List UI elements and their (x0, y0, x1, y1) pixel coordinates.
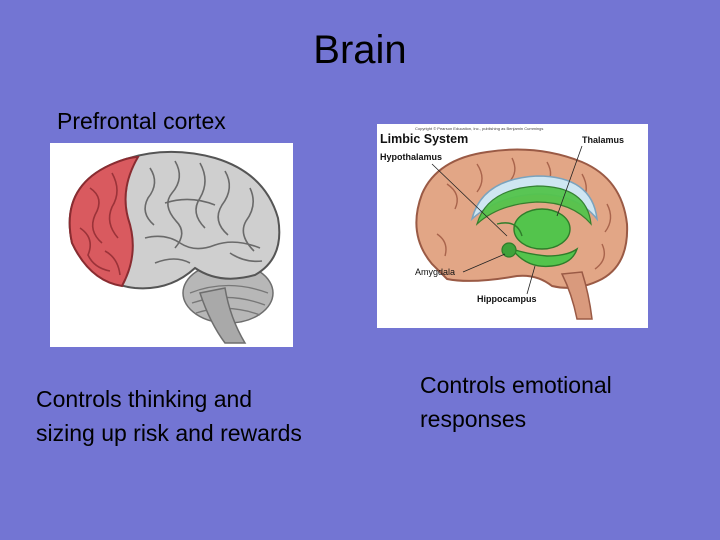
label-thalamus: Thalamus (582, 135, 624, 145)
limbic-system-figure: Copyright © Pearson Education, Inc., pub… (377, 124, 648, 328)
hippocampus-structure (510, 247, 579, 268)
right-caption: Controls emotional responses (420, 372, 612, 432)
label-hypothalamus: Hypothalamus (380, 152, 442, 162)
cingulate-green (475, 185, 592, 226)
left-caption: Controls thinking and sizing up risk and… (36, 386, 302, 446)
prefrontal-region (68, 155, 140, 288)
slide-title: Brain (313, 28, 407, 72)
label-hippocampus: Hippocampus (477, 294, 537, 304)
limbic-title: Limbic System (380, 132, 468, 146)
prefrontal-cortex-figure (50, 143, 293, 347)
limbic-brain-stem (560, 271, 593, 320)
prefrontal-heading: Prefrontal cortex (57, 108, 226, 134)
amygdala-structure (501, 242, 517, 258)
prefrontal-brain-illustration (68, 150, 281, 344)
copyright-note: Copyright © Pearson Education, Inc., pub… (415, 126, 543, 131)
limbic-system-illustration: Copyright © Pearson Education, Inc., pub… (380, 126, 629, 320)
label-amygdala: Amygdala (415, 267, 455, 277)
brain-stem (199, 287, 247, 344)
thalamus-structure (513, 208, 571, 250)
